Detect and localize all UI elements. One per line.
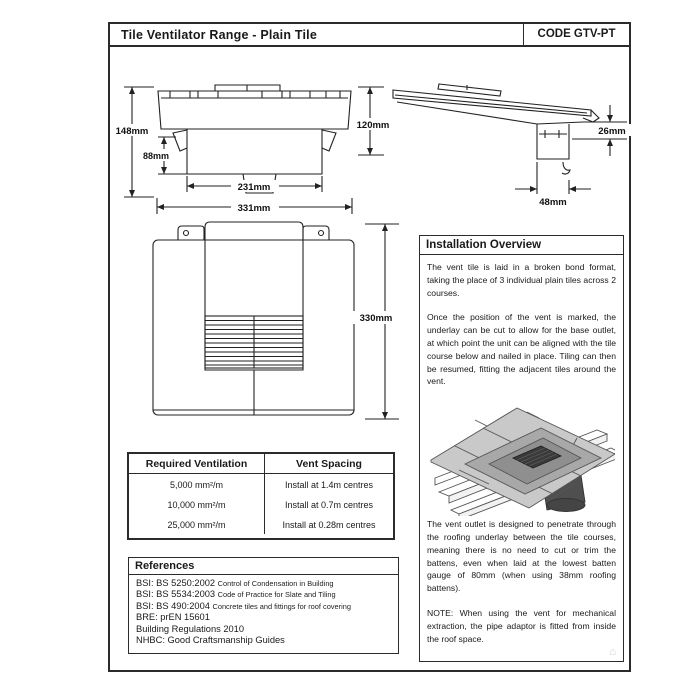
list-item: Building Regulations 2010 [136,623,245,634]
installation-overview-panel: Installation Overview The vent tile is l… [419,235,624,662]
installation-paragraph-3: The vent outlet is designed to penetrate… [427,519,616,594]
list-item: NHBC: Good Craftsmanship Guides [136,635,285,646]
list-item: BSI: BS 490:2004 Concrete tiles and fitt… [136,600,351,611]
table-header-row: Required Ventilation Vent Spacing [129,454,393,474]
references-title: References [129,558,398,575]
references-list: BSI: BS 5250:2002 Control of Condensatio… [129,578,398,646]
cell-spacing-3: Install at 0.28m centres [282,520,376,530]
cell-spacing-2: Install at 0.7m centres [284,500,374,510]
column-header-vent-spacing: Vent Spacing [296,458,362,470]
house-watermark-icon: ⌂ [609,646,616,658]
list-item: BSI: BS 5534:2003 Code of Practice for S… [136,589,336,600]
header-band: Tile Ventilator Range - Plain Tile CODE … [110,24,629,47]
page-title: Tile Ventilator Range - Plain Tile [121,28,317,42]
installation-paragraph-1: The vent tile is laid in a broken bond f… [427,262,616,298]
cell-ventilation-1: 5,000 mm²/m [129,474,265,494]
side-profile-drawing: 26mm 48mm [392,83,631,208]
list-item: BRE: prEN 15601 [136,612,210,623]
dim-label-231mm: 231mm [238,182,271,193]
table-row: 25,000 mm²/m Install at 0.28m centres [129,514,393,534]
plan-view-drawing: 330mm [152,221,400,420]
cell-ventilation-2: 10,000 mm²/m [129,494,265,514]
column-header-required-ventilation: Required Ventilation [129,454,265,473]
roof-installation-illustration [430,407,615,517]
table-row: 5,000 mm²/m Install at 1.4m centres [129,474,393,494]
references-panel: References BSI: BS 5250:2002 Control of … [128,557,399,654]
list-item: BSI: BS 5250:2002 Control of Condensatio… [136,578,334,588]
dim-label-26mm: 26mm [598,126,625,137]
installation-overview-title: Installation Overview [420,236,623,255]
dim-label-48mm: 48mm [539,197,566,208]
cell-spacing-1: Install at 1.4m centres [284,480,374,490]
dim-label-88mm: 88mm [143,151,169,161]
product-code: CODE GTV-PT [523,24,629,45]
dim-label-331mm: 331mm [238,203,271,214]
front-elevation-drawing: 148mm 88mm 120mm 231mm 331mm [112,84,396,214]
dim-label-120mm: 120mm [357,120,390,131]
cell-ventilation-3: 25,000 mm²/m [129,514,265,534]
installation-note: NOTE: When using the vent for mechanical… [427,607,616,644]
datasheet-page: Tile Ventilator Range - Plain Tile CODE … [108,22,631,672]
dim-label-148mm: 148mm [116,126,149,137]
installation-paragraph-2: Once the position of the vent is marked,… [427,312,616,387]
dim-label-330mm: 330mm [360,313,393,324]
ventilation-table: Required Ventilation Vent Spacing 5,000 … [127,452,395,540]
table-row: 10,000 mm²/m Install at 0.7m centres [129,494,393,514]
